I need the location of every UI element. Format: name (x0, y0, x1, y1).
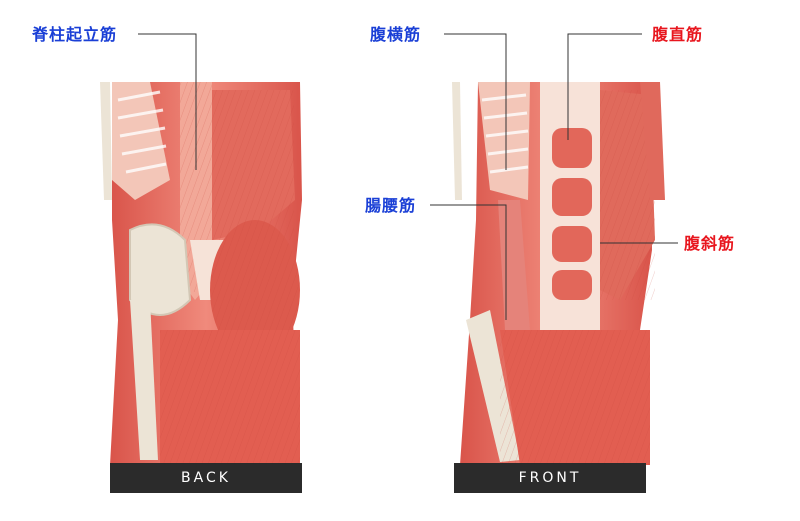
front-rectus-abdominis (552, 128, 592, 300)
label-transversus-abdominis: 腹横筋 (370, 25, 422, 44)
label-erector-spinae: 脊柱起立筋 (32, 25, 118, 44)
label-rectus-abdominis: 腹直筋 (652, 25, 704, 44)
label-iliopsoas: 腸腰筋 (365, 196, 417, 215)
front-figure (452, 82, 665, 465)
label-obliques: 腹斜筋 (684, 234, 736, 253)
back-femur (130, 300, 158, 460)
caption-back: BACK (110, 463, 302, 493)
leader-lines (138, 33, 678, 320)
caption-front: FRONT (454, 463, 646, 493)
back-figure (100, 82, 302, 465)
